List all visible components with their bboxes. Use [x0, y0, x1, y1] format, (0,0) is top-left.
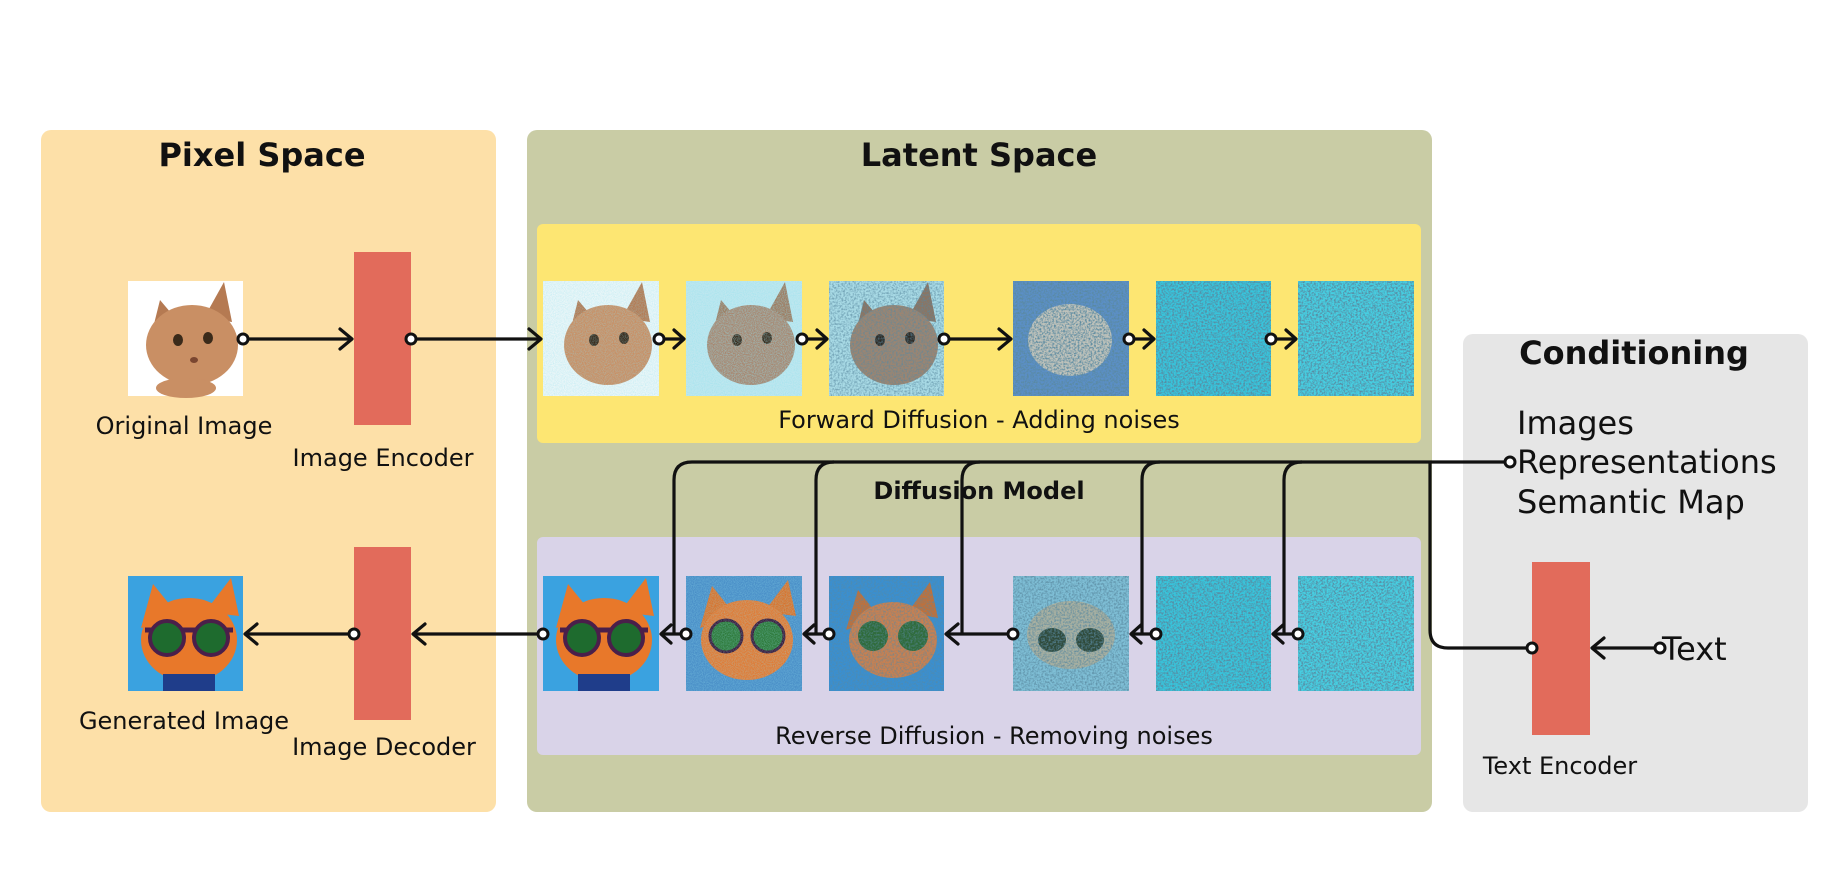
conditioning-panel — [1463, 334, 1808, 812]
image-decoder-block — [354, 547, 411, 720]
forward-tile-3 — [829, 281, 944, 396]
diffusion-model-label: Diffusion Model — [873, 477, 1084, 505]
cartoon-cat-icon — [543, 576, 659, 691]
latent-space-title: Latent Space — [861, 136, 1097, 174]
image-encoder-label: Image Encoder — [293, 444, 474, 472]
conditioning-item-semantic-map: Semantic Map — [1517, 483, 1745, 521]
reverse-tile-6-clean — [543, 576, 659, 691]
conditioning-connectors — [672, 455, 1667, 660]
reverse-tile-1 — [1298, 576, 1414, 691]
image-encoder-block — [354, 252, 411, 425]
generated-cat-image — [128, 576, 243, 691]
conditioning-item-representations: Representations — [1517, 443, 1777, 481]
text-encoder-label: Text Encoder — [1482, 752, 1637, 780]
forward-tile-2 — [686, 281, 802, 396]
forward-tile-1 — [543, 281, 659, 396]
conditioning-title: Conditioning — [1519, 334, 1749, 372]
pixel-space-title: Pixel Space — [158, 136, 365, 174]
forward-diffusion-label: Forward Diffusion - Adding noises — [778, 406, 1180, 434]
image-decoder-label: Image Decoder — [292, 733, 476, 761]
generated-image-label: Generated Image — [79, 707, 289, 735]
conditioning-item-images: Images — [1517, 404, 1634, 442]
original-image-label: Original Image — [96, 412, 273, 440]
text-input-label: Text — [1661, 630, 1727, 668]
forward-tile-6 — [1298, 281, 1414, 396]
reverse-diffusion-label: Reverse Diffusion - Removing noises — [775, 722, 1213, 750]
reverse-tile-3 — [1013, 576, 1129, 691]
reverse-tile-4 — [829, 576, 944, 691]
reverse-tile-2 — [1156, 576, 1271, 691]
original-cat-image — [128, 281, 243, 398]
forward-flow-arrows — [236, 327, 1298, 351]
text-encoder-block — [1532, 562, 1590, 735]
reverse-tile-5 — [686, 576, 802, 691]
forward-tile-5 — [1156, 281, 1271, 396]
forward-tile-4 — [1013, 281, 1129, 396]
cat-photo-icon — [128, 281, 243, 398]
